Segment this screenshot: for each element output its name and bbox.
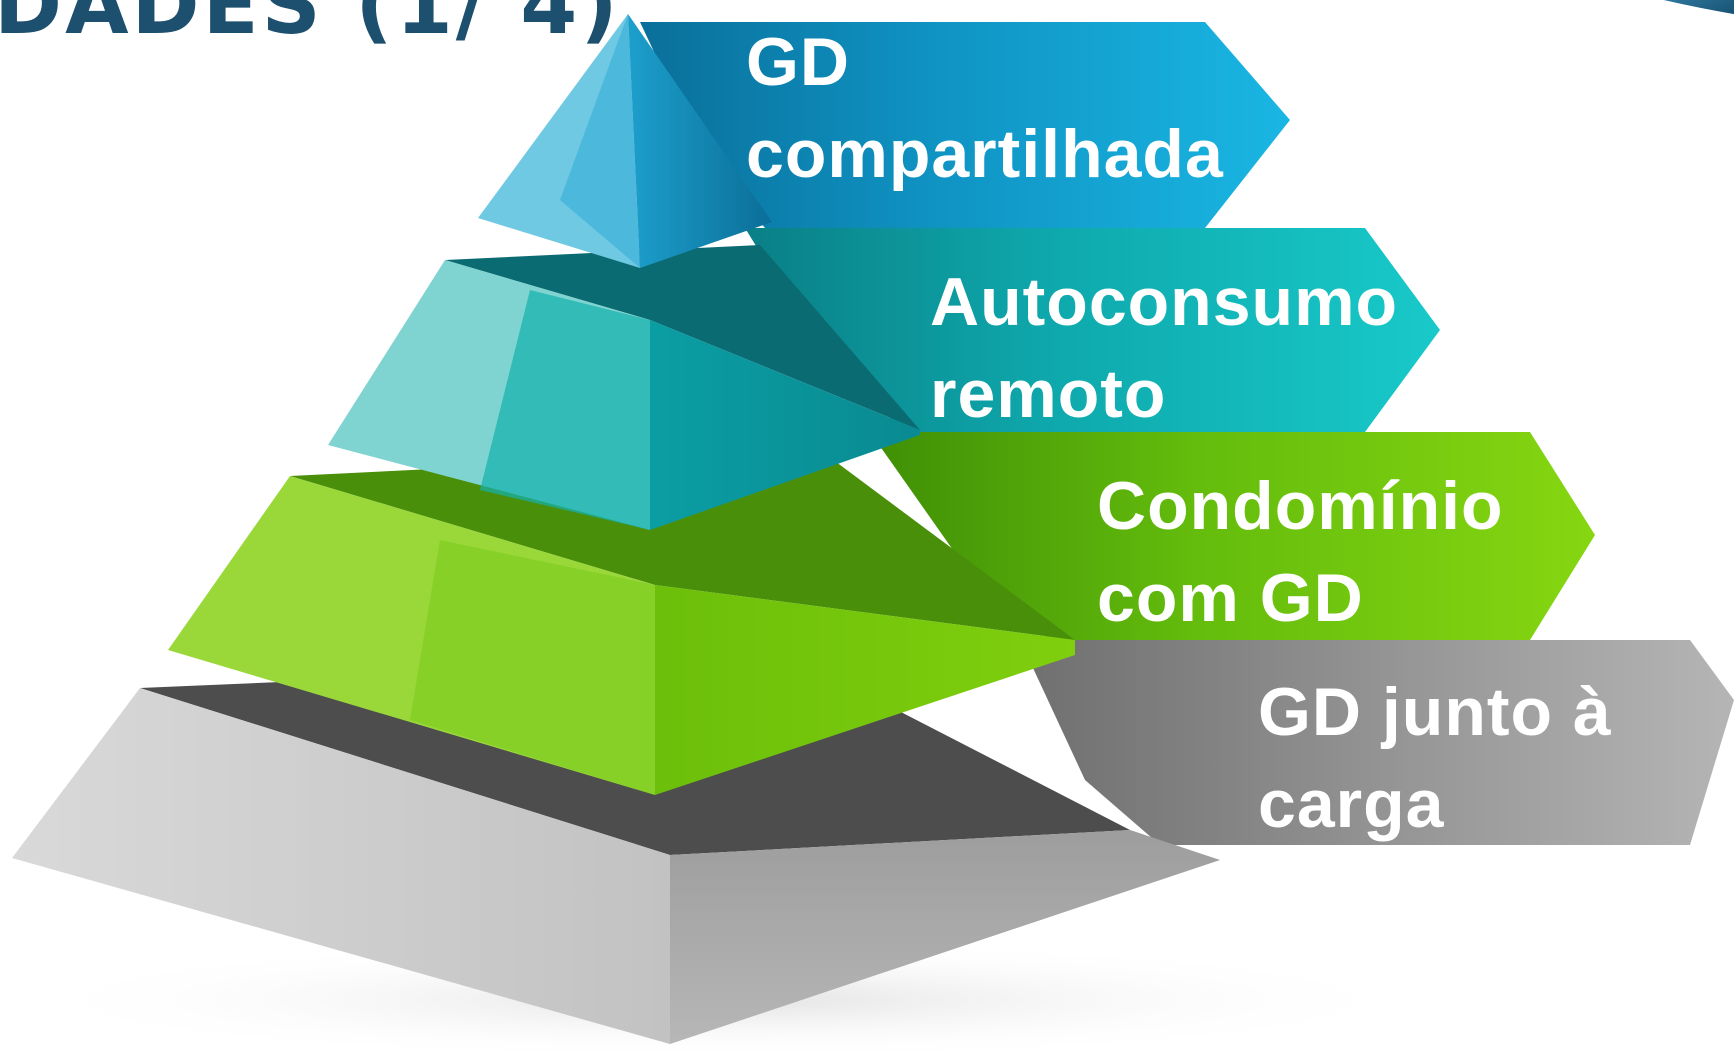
level-label-4: GD junto à carga (1258, 674, 1612, 842)
pyramid-tier-1 (478, 14, 772, 268)
corner-accent-shape (1663, 0, 1734, 15)
slide-title: DADES (1/ 4) (0, 0, 621, 53)
pyramid-tier-2 (328, 245, 920, 530)
level-label-1: GD compartilhada (746, 24, 1224, 192)
pyramid-tier-3 (168, 450, 1075, 795)
level-label-3: Condomínio com GD (1097, 468, 1504, 636)
level-arrow-1 (640, 22, 1290, 228)
level-arrow-3 (870, 432, 1595, 640)
level-label-2: Autoconsumo remoto (930, 264, 1399, 432)
level-arrow-2 (745, 228, 1440, 432)
level-arrow-4 (1020, 640, 1734, 845)
